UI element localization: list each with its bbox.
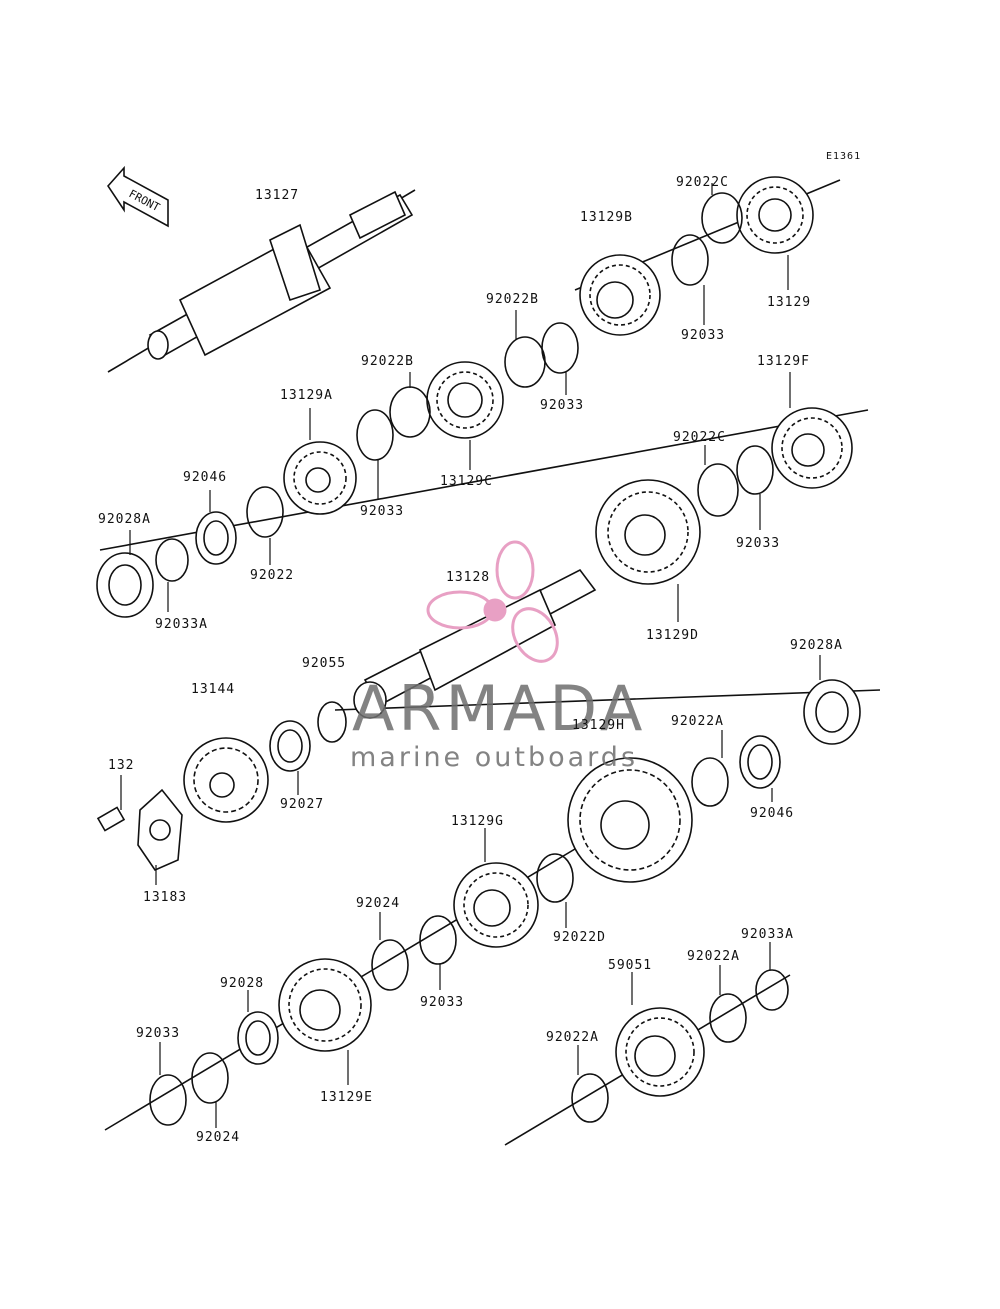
axis-line bbox=[334, 689, 881, 711]
leader-lines bbox=[120, 183, 821, 1128]
callout-92028A-2: 92028A bbox=[790, 638, 843, 653]
washer-92022B-2 bbox=[389, 386, 431, 438]
plate-13183 bbox=[137, 788, 183, 871]
callout-13128: 13128 bbox=[446, 570, 491, 585]
callout-92024-1: 92024 bbox=[356, 896, 401, 911]
callout-92022A-1: 92022A bbox=[671, 714, 724, 729]
callout-13129D: 13129D bbox=[646, 628, 699, 643]
callout-92024-2: 92024 bbox=[196, 1130, 241, 1145]
washer-92022C-upper bbox=[701, 192, 743, 244]
callout-132: 132 bbox=[108, 758, 135, 773]
callout-13129B: 13129B bbox=[580, 210, 633, 225]
callout-92022B-1: 92022B bbox=[486, 292, 539, 307]
callout-92033A-1: 92033A bbox=[155, 617, 208, 632]
output-shaft-13128 bbox=[353, 568, 597, 719]
callout-92033A-2: 92033A bbox=[741, 927, 794, 942]
front-arrow-icon: FRONT bbox=[106, 165, 169, 228]
callout-92033-5: 92033 bbox=[420, 995, 465, 1010]
callout-13127: 13127 bbox=[255, 188, 300, 203]
callout-13129E: 13129E bbox=[320, 1090, 373, 1105]
gear-13129C bbox=[426, 361, 504, 439]
washer-92022A-3 bbox=[571, 1073, 609, 1123]
callout-92022: 92022 bbox=[250, 568, 295, 583]
callout-92033-1: 92033 bbox=[681, 328, 726, 343]
circlip-92033-e bbox=[149, 1074, 187, 1126]
gear-13129 bbox=[736, 176, 814, 254]
callout-13183: 13183 bbox=[143, 890, 188, 905]
input-shaft-13127 bbox=[147, 190, 414, 360]
callout-92022A-3: 92022A bbox=[546, 1030, 599, 1045]
circlip-92033A-1 bbox=[155, 538, 189, 582]
callout-92022B-2: 92022B bbox=[361, 354, 414, 369]
gear-13129D bbox=[595, 479, 701, 585]
bushing-92028 bbox=[237, 1011, 279, 1065]
callout-92028: 92028 bbox=[220, 976, 265, 991]
callout-92033-3: 92033 bbox=[360, 504, 405, 519]
circlip-92033-f bbox=[736, 445, 774, 495]
washer-92024-2 bbox=[191, 1052, 229, 1104]
sprocket-13144 bbox=[183, 737, 269, 823]
callout-13129H: 13129H bbox=[572, 718, 625, 733]
needle-bearing-92046-1 bbox=[195, 511, 237, 565]
washer-92022B-1 bbox=[504, 336, 546, 388]
washer-92022A-2 bbox=[709, 993, 747, 1043]
callout-13129C: 13129C bbox=[440, 474, 493, 489]
watermark-tagline: marine outboards bbox=[350, 742, 639, 773]
bearing-92028A-1 bbox=[96, 552, 154, 618]
callout-92046-1: 92046 bbox=[183, 470, 228, 485]
gear-13129B bbox=[579, 254, 661, 336]
needle-bearing-92046-2 bbox=[739, 735, 781, 789]
watermark-brand: ARMADA bbox=[352, 672, 647, 745]
callout-13129: 13129 bbox=[767, 295, 812, 310]
gear-59051 bbox=[615, 1007, 705, 1097]
washer-92022D bbox=[536, 853, 574, 903]
washer-92022 bbox=[246, 486, 284, 538]
callout-59051: 59051 bbox=[608, 958, 653, 973]
callout-92022A-2: 92022A bbox=[687, 949, 740, 964]
gear-13129A bbox=[283, 441, 357, 515]
callout-92022C-1: 92022C bbox=[676, 175, 729, 190]
callout-92046-2: 92046 bbox=[750, 806, 795, 821]
gear-13129E bbox=[278, 958, 372, 1052]
washer-92022C-2 bbox=[697, 463, 739, 517]
gear-13129F bbox=[771, 407, 853, 489]
circlip-92033-b bbox=[541, 322, 579, 374]
callout-92033-2: 92033 bbox=[540, 398, 585, 413]
circlip-92033-upper bbox=[671, 234, 709, 286]
gear-13129G bbox=[453, 862, 539, 948]
callout-13129A: 13129A bbox=[280, 388, 333, 403]
callout-13129F: 13129F bbox=[757, 354, 810, 369]
callout-92033-6: 92033 bbox=[136, 1026, 181, 1041]
callout-13144: 13144 bbox=[191, 682, 236, 697]
circlip-92055 bbox=[317, 701, 347, 743]
callout-92022D: 92022D bbox=[553, 930, 606, 945]
callout-92033-4: 92033 bbox=[736, 536, 781, 551]
diagram-code: E1361 bbox=[826, 151, 862, 162]
circlip-92033-c bbox=[356, 409, 394, 461]
circlip-92033A-2 bbox=[755, 969, 789, 1011]
bearing-92028A-2 bbox=[803, 679, 861, 745]
callout-13129G: 13129G bbox=[451, 814, 504, 829]
gear-13129H bbox=[567, 757, 693, 883]
callout-92028A-1: 92028A bbox=[98, 512, 151, 527]
washer-92024-1 bbox=[371, 939, 409, 991]
collar-92027 bbox=[269, 720, 311, 772]
callout-92022C-2: 92022C bbox=[673, 430, 726, 445]
callout-92027: 92027 bbox=[280, 797, 325, 812]
washer-92022A-1 bbox=[691, 757, 729, 807]
circlip-92033-g bbox=[419, 915, 457, 965]
callout-92055: 92055 bbox=[302, 656, 347, 671]
bolt-132 bbox=[96, 806, 126, 832]
watermark-logo-icon bbox=[426, 540, 559, 663]
